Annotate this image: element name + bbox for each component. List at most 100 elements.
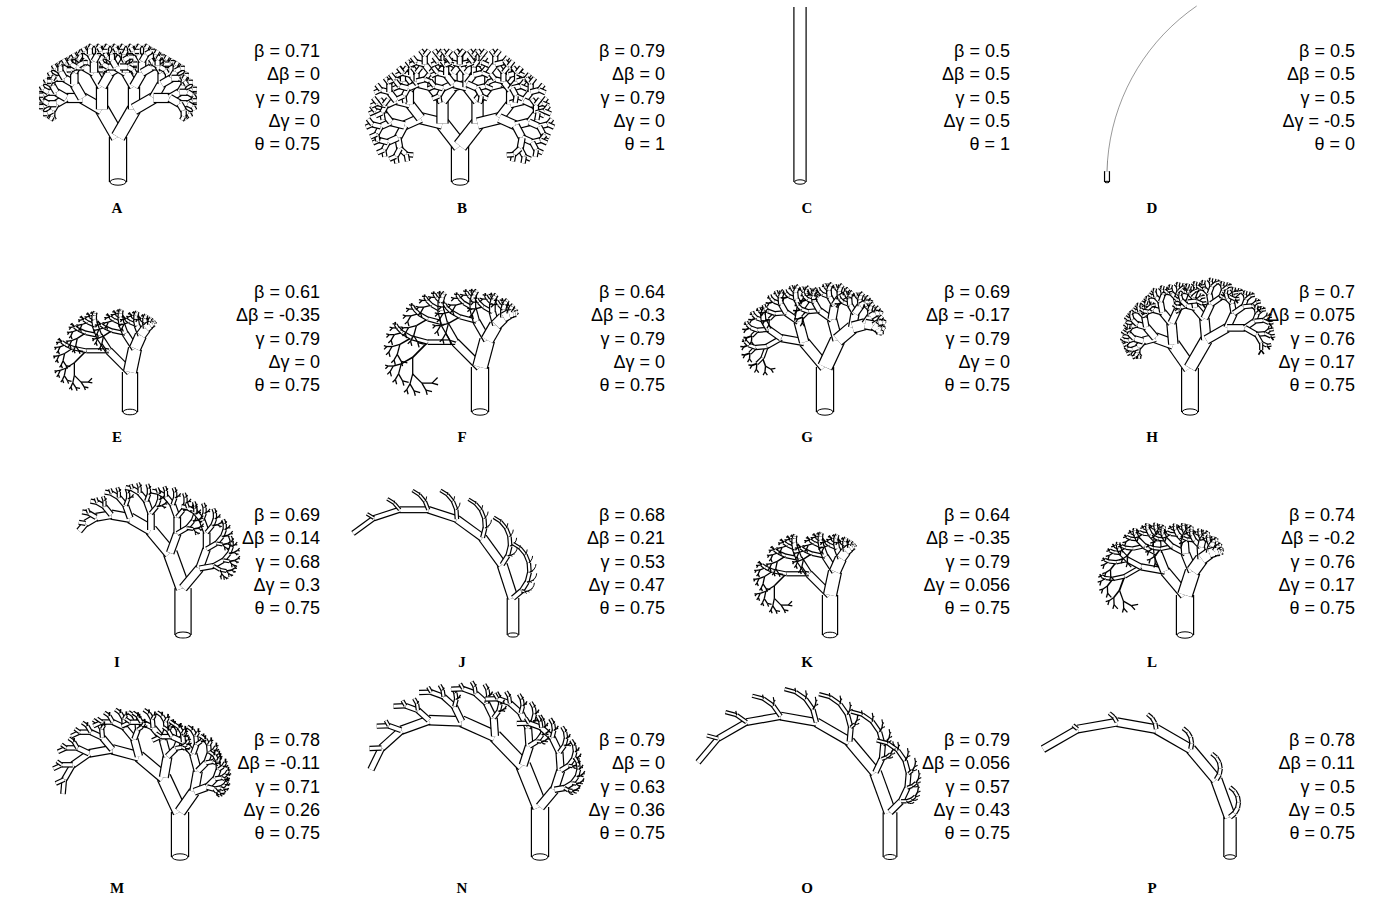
branch: [121, 311, 122, 313]
branch: [189, 114, 191, 118]
twig-line: [1115, 107, 1118, 117]
branch: [123, 315, 124, 317]
branch: [62, 376, 64, 380]
branch: [541, 140, 547, 143]
branch: [496, 317, 504, 325]
branch: [441, 297, 442, 302]
branch-fill: [128, 67, 133, 70]
branch: [60, 365, 62, 367]
twig-line: [437, 326, 440, 332]
branch-fill: [50, 117, 52, 121]
branch: [98, 321, 99, 323]
twig-line: [1137, 59, 1143, 68]
twig-line: [91, 312, 92, 314]
branch-fill: [535, 150, 536, 157]
branch: [57, 351, 59, 353]
branch-fill: [520, 138, 522, 149]
branch: [1109, 139, 1111, 150]
branch: [1107, 160, 1108, 171]
branch-fill: [106, 45, 108, 49]
branch: [74, 375, 81, 382]
branch: [373, 98, 377, 103]
branch-fill: [188, 92, 193, 95]
twig-line: [107, 314, 108, 316]
branch-fill: [151, 59, 153, 63]
branch: [1150, 42, 1157, 50]
branch-fill: [94, 313, 95, 315]
twig-line: [397, 354, 401, 361]
branch: [146, 325, 150, 328]
branch: [1123, 87, 1127, 97]
branch: [1188, 6, 1197, 12]
branch: [427, 300, 432, 305]
branch: [134, 73, 142, 87]
twig-line: [1132, 68, 1137, 77]
twig-line: [74, 375, 81, 382]
branch: [81, 316, 82, 318]
branch: [457, 295, 459, 299]
branch: [377, 150, 383, 153]
branch: [514, 149, 521, 155]
branch: [63, 361, 66, 366]
branch: [399, 374, 403, 381]
branch: [126, 319, 130, 322]
twig-line: [413, 374, 422, 383]
twig-line: [138, 315, 139, 317]
branch: [78, 56, 80, 60]
branch-fill: [434, 86, 442, 88]
branch-fill: [523, 156, 524, 163]
branch: [503, 314, 509, 317]
branch: [99, 48, 101, 52]
branch-fill: [103, 64, 108, 67]
branch: [145, 316, 146, 318]
branch: [176, 68, 181, 71]
twig-line: [394, 354, 397, 360]
branch-fill: [537, 113, 538, 120]
twig-line: [414, 326, 417, 336]
branch: [397, 354, 401, 361]
twig-line: [87, 313, 88, 315]
branch: [124, 57, 129, 60]
twig-line: [69, 332, 73, 333]
branch: [133, 70, 135, 74]
branch: [419, 314, 428, 319]
branch-fill: [136, 313, 137, 315]
branch: [434, 57, 438, 62]
branch: [69, 387, 71, 389]
branch: [392, 344, 400, 346]
branch: [101, 324, 105, 327]
branch: [151, 59, 153, 63]
branch-fill: [135, 335, 141, 348]
branch: [61, 361, 63, 365]
branch: [72, 350, 74, 352]
branch: [154, 322, 155, 323]
branch: [531, 90, 539, 92]
branch: [395, 374, 398, 380]
branch-fill: [53, 65, 55, 69]
branch-fill: [124, 57, 129, 60]
branch-fill: [184, 76, 186, 80]
twig-line: [422, 383, 426, 390]
branch: [1164, 26, 1172, 34]
branch: [389, 347, 392, 353]
twig-line: [73, 375, 75, 382]
branch: [413, 342, 428, 357]
branch: [150, 323, 153, 325]
branch: [417, 79, 425, 81]
twig-line: [59, 338, 60, 340]
branch-fill: [150, 319, 151, 321]
branch: [103, 64, 108, 67]
branch: [397, 96, 403, 99]
branch-fill: [488, 64, 495, 73]
branch-fill: [166, 56, 168, 60]
branch: [69, 336, 71, 338]
branch: [391, 122, 405, 125]
branch: [537, 113, 538, 120]
branch: [170, 98, 180, 104]
branch: [84, 319, 88, 322]
branch-fill: [131, 48, 133, 52]
branch: [520, 138, 522, 149]
twig-line: [95, 330, 99, 331]
branch: [78, 324, 82, 325]
